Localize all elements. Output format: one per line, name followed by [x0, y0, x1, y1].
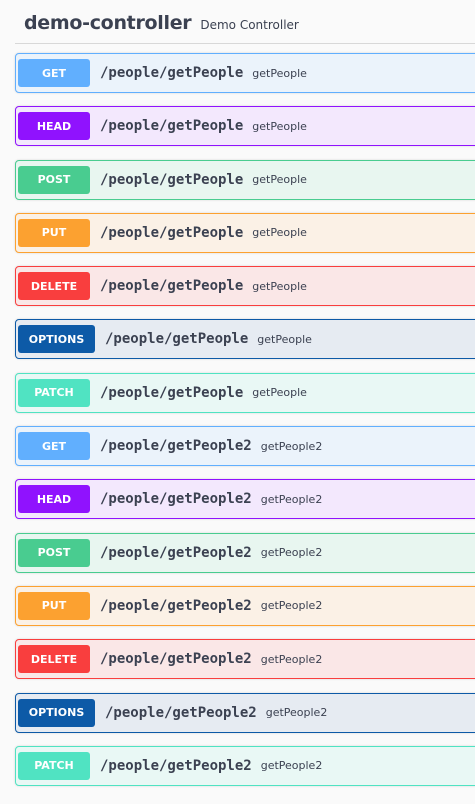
operation-summary: getPeople2: [260, 759, 323, 773]
operation-path: /people/getPeople2: [100, 597, 252, 614]
operation-row-options[interactable]: OPTIONS/people/getPeople2 getPeople2: [15, 692, 475, 733]
operation-summary: getPeople: [252, 66, 307, 80]
operation-summary: getPeople2: [260, 652, 323, 666]
operation-path: /people/getPeople2: [100, 651, 252, 668]
operation-path: /people/getPeople2: [100, 438, 252, 455]
operation-row-post[interactable]: POST/people/getPeople getPeople: [15, 159, 475, 200]
method-badge: POST: [18, 165, 90, 194]
operation-summary: getPeople2: [260, 439, 323, 453]
tag-description: Demo Controller: [200, 18, 299, 32]
operation-path: /people/getPeople: [100, 118, 244, 135]
operation-row-delete[interactable]: DELETE/people/getPeople2 getPeople2: [15, 639, 475, 680]
operation-path: /people/getPeople2: [100, 757, 252, 774]
operation-path: /people/getPeople: [105, 331, 249, 348]
operation-path: /people/getPeople2: [100, 544, 252, 561]
operation-path: /people/getPeople: [100, 171, 244, 188]
operation-path: /people/getPeople: [100, 65, 244, 81]
operation-path: /people/getPeople: [100, 278, 244, 295]
method-badge: GET: [18, 59, 90, 87]
method-badge: DELETE: [18, 272, 90, 301]
method-badge: HEAD: [18, 112, 90, 141]
operation-path: /people/getPeople2: [105, 704, 257, 721]
method-badge: PATCH: [18, 378, 90, 407]
operation-row-put[interactable]: PUT/people/getPeople2 getPeople2: [15, 585, 475, 626]
operation-path: /people/getPeople: [100, 384, 244, 401]
method-badge: PUT: [18, 591, 90, 620]
operation-row-delete[interactable]: DELETE/people/getPeople getPeople: [15, 266, 475, 307]
operation-summary: getPeople: [252, 173, 307, 187]
operation-summary: getPeople2: [260, 492, 323, 506]
method-badge: GET: [18, 432, 90, 461]
tag-header[interactable]: demo-controller Demo Controller: [15, 0, 475, 44]
operation-row-put[interactable]: PUT/people/getPeople getPeople: [15, 212, 475, 253]
operation-path: /people/getPeople: [100, 224, 244, 241]
operation-row-post[interactable]: POST/people/getPeople2 getPeople2: [15, 532, 475, 573]
operation-row-get[interactable]: GET/people/getPeople getPeople: [15, 53, 475, 93]
method-badge: OPTIONS: [18, 325, 95, 354]
operation-summary: getPeople: [252, 386, 307, 400]
tag-name: demo-controller: [24, 12, 192, 34]
operation-row-get[interactable]: GET/people/getPeople2 getPeople2: [15, 426, 475, 467]
method-badge: DELETE: [18, 645, 90, 674]
operation-row-options[interactable]: OPTIONS/people/getPeople getPeople: [15, 319, 475, 360]
method-badge: POST: [18, 538, 90, 567]
method-badge: OPTIONS: [18, 698, 95, 727]
operation-summary: getPeople: [252, 279, 307, 293]
operation-summary: getPeople: [252, 119, 307, 133]
operation-path: /people/getPeople2: [100, 491, 252, 508]
operation-summary: getPeople2: [260, 546, 323, 560]
operation-summary: getPeople2: [260, 599, 323, 613]
method-badge: PUT: [18, 218, 90, 247]
operation-summary: getPeople: [257, 332, 312, 346]
operation-row-patch[interactable]: PATCH/people/getPeople2 getPeople2: [15, 745, 475, 786]
operation-summary: getPeople2: [265, 706, 328, 720]
operation-row-head[interactable]: HEAD/people/getPeople2 getPeople2: [15, 479, 475, 520]
method-badge: PATCH: [18, 751, 90, 780]
method-badge: HEAD: [18, 485, 90, 514]
operation-summary: getPeople: [252, 226, 307, 240]
operation-row-head[interactable]: HEAD/people/getPeople getPeople: [15, 106, 475, 147]
operation-row-patch[interactable]: PATCH/people/getPeople getPeople: [15, 372, 475, 413]
